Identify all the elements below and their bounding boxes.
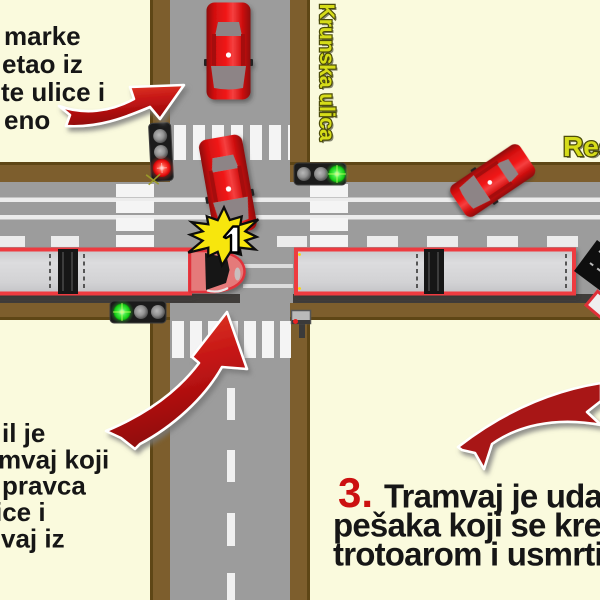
svg-text:pravca: pravca	[2, 471, 86, 501]
svg-text:Resavska: Resavska	[563, 131, 600, 162]
svg-text:etao iz: etao iz	[2, 49, 83, 79]
svg-text:trotoarom i usmrtio: trotoarom i usmrtio	[333, 536, 600, 573]
svg-text:mvaj koji: mvaj koji	[0, 445, 109, 475]
svg-text:Krunska ulica: Krunska ulica	[317, 6, 341, 144]
svg-text:Tramvaj je udario: Tramvaj je udario	[384, 478, 600, 515]
svg-text:eno: eno	[4, 105, 50, 135]
svg-text:Krunska ulica: Krunska ulica	[315, 4, 339, 142]
svg-text:vaj iz: vaj iz	[1, 524, 65, 554]
svg-text:ice i: ice i	[0, 497, 46, 527]
svg-text:3.: 3.	[338, 469, 373, 516]
svg-text:pešaka koji se kretao: pešaka koji se kretao	[333, 507, 600, 544]
svg-text:il je: il je	[2, 418, 45, 448]
svg-text:Resavska: Resavska	[565, 133, 600, 164]
svg-text:te ulice i: te ulice i	[1, 77, 105, 107]
svg-text:marke: marke	[4, 21, 81, 51]
